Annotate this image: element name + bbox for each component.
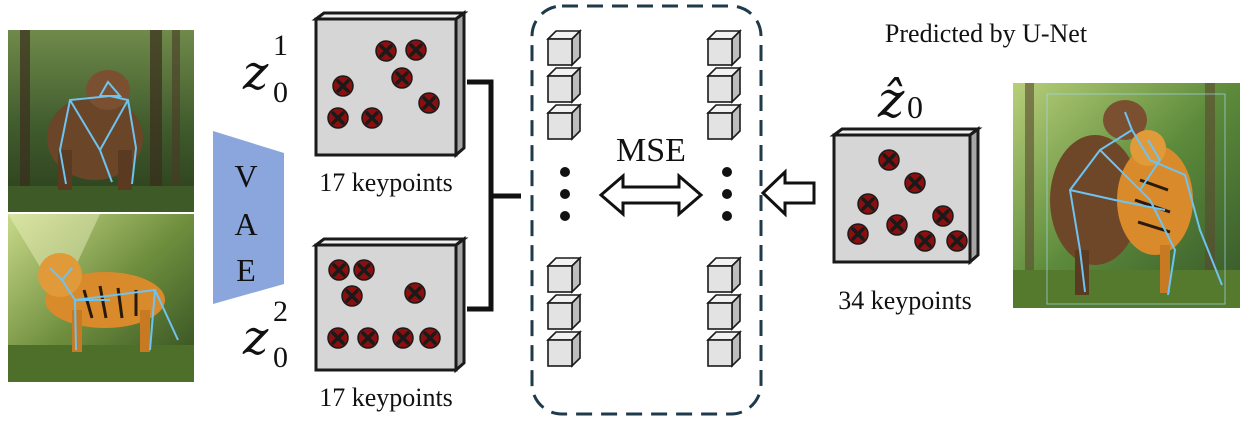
prediction-title: Predicted by U-Net (885, 19, 1088, 48)
latent-top-caption: 17 keypoints (319, 168, 453, 197)
latent-cube (707, 331, 741, 367)
keypoint-marker (418, 326, 442, 350)
vae-letter-a: A (234, 206, 257, 242)
double-arrow-icon (598, 172, 704, 218)
prediction-caption: 34 keypoints (838, 286, 972, 315)
latent-cube (707, 294, 741, 330)
concat-bracket (467, 79, 521, 312)
cube-column-right (707, 30, 741, 367)
latent-top-subscript: 0 (273, 76, 288, 109)
latent-cube (707, 30, 741, 66)
latent-cube (707, 67, 741, 103)
prediction-symbol: ẑ (877, 71, 905, 129)
latent-cube (547, 67, 581, 103)
latent-cube (547, 30, 581, 66)
keypoint-marker (885, 213, 909, 237)
latent-top-label: z 1 0 (242, 29, 288, 109)
latent-cube (547, 257, 581, 293)
keypoint-marker (374, 39, 398, 63)
latent-top-box (311, 10, 469, 159)
tiger-pose-image (8, 214, 194, 382)
keypoint-marker (356, 326, 380, 350)
mse-container (530, 4, 763, 416)
cube-column-left (547, 30, 581, 367)
keypoint-marker (340, 284, 364, 308)
mse-label: MSE (616, 132, 686, 169)
latent-top-symbol: z (242, 45, 269, 101)
keypoint-marker (846, 222, 870, 246)
latent-cube (707, 104, 741, 140)
keypoint-marker (877, 148, 901, 172)
keypoint-marker (391, 326, 415, 350)
latent-bottom-subscript: 0 (273, 341, 288, 374)
latent-bottom-box (311, 236, 469, 374)
keypoint-marker (352, 258, 376, 282)
keypoint-marker (913, 229, 937, 253)
prediction-subscript: 0 (907, 89, 923, 125)
latent-bottom-caption: 17 keypoints (319, 383, 453, 412)
prediction-box (829, 126, 983, 266)
keypoint-marker (403, 281, 427, 305)
latent-top-superscript: 1 (273, 29, 288, 62)
keypoint-marker (326, 106, 350, 130)
keypoint-marker (331, 74, 355, 98)
keypoint-marker (360, 106, 384, 130)
keypoint-marker (404, 38, 428, 62)
latent-bottom-label: z 2 0 (242, 295, 288, 374)
keypoint-marker (945, 229, 969, 253)
latent-cube (547, 104, 581, 140)
bear-pose-image (8, 30, 194, 212)
latent-cube (547, 331, 581, 367)
vae-letter-e: E (236, 252, 256, 288)
keypoint-marker (326, 326, 350, 350)
keypoint-marker (390, 66, 414, 90)
keypoint-marker (931, 204, 955, 228)
vae-encoder: V A E (213, 131, 284, 304)
left-arrow-icon (760, 168, 816, 218)
keypoint-marker (417, 91, 441, 115)
keypoint-marker (856, 192, 880, 216)
bear-tiger-generated-image (1013, 83, 1240, 308)
latent-cube (707, 257, 741, 293)
vae-letter-v: V (234, 158, 257, 194)
latent-cube (547, 294, 581, 330)
latent-bottom-symbol: z (242, 310, 269, 366)
keypoint-marker (903, 171, 927, 195)
keypoint-marker (327, 258, 351, 282)
prediction-label: ẑ 0 (877, 71, 923, 129)
latent-bottom-superscript: 2 (273, 295, 288, 328)
